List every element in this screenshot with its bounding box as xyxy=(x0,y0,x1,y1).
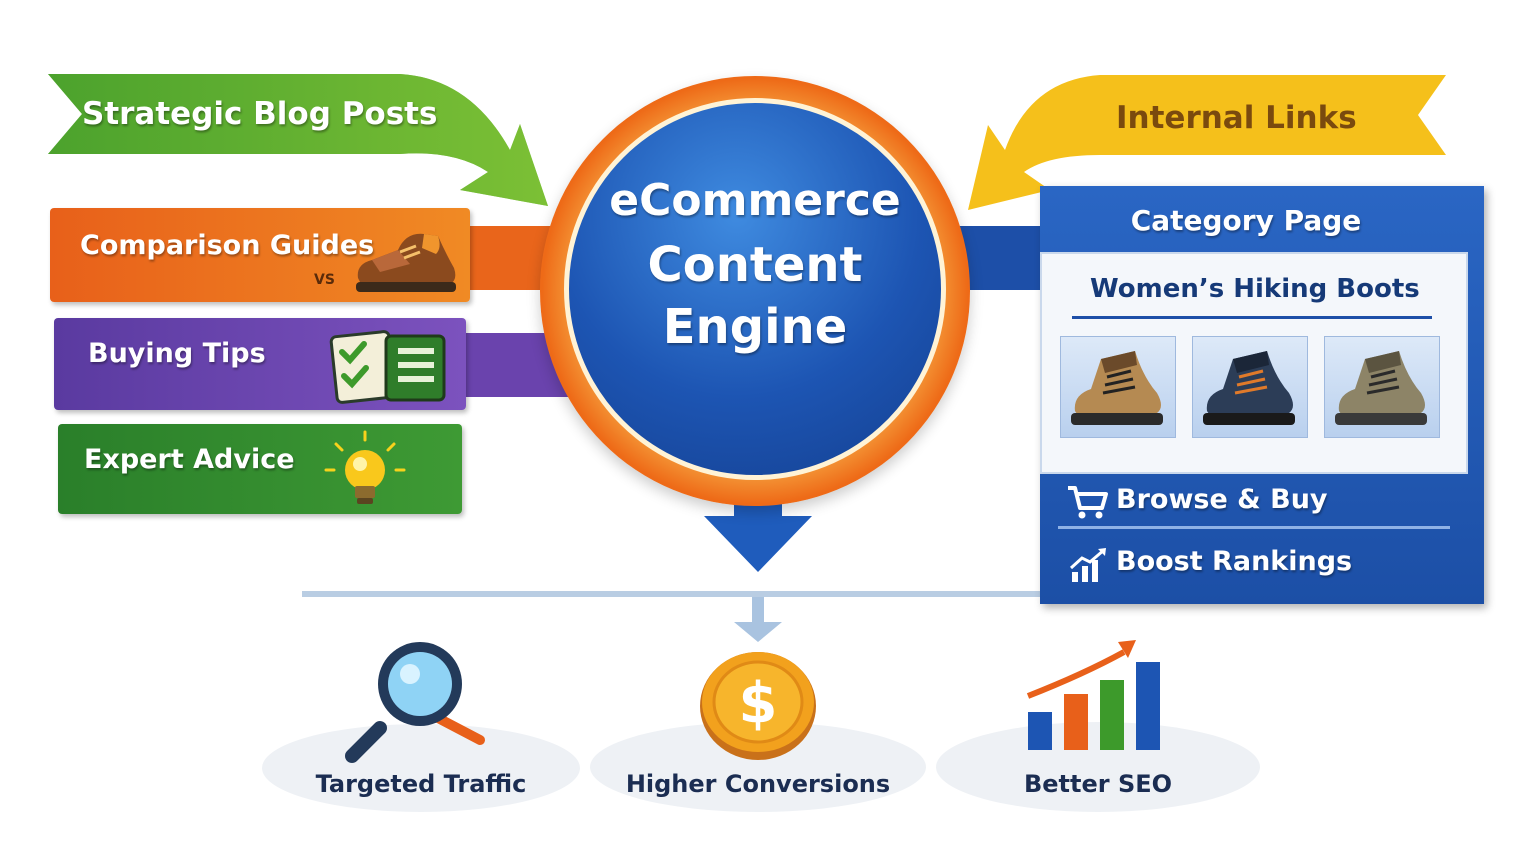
outcome-platform-3 xyxy=(936,722,1260,812)
expert-advice-bar: Expert Advice xyxy=(58,424,462,514)
product-thumb-3[interactable] xyxy=(1324,336,1440,438)
bar-chart-growth-icon xyxy=(1026,640,1160,750)
yellow-arrow-banner xyxy=(968,75,1446,210)
tan-boot-icon xyxy=(1071,351,1163,425)
expert-advice-label: Expert Advice xyxy=(84,444,295,475)
higher-conversions-label: Higher Conversions xyxy=(625,770,891,798)
magnifying-glass-icon xyxy=(345,642,485,763)
olive-boot-icon xyxy=(1335,351,1427,425)
divider-line xyxy=(302,591,1042,597)
targeted-traffic-label: Targeted Traffic xyxy=(315,770,527,798)
subtitle-underline xyxy=(1072,316,1432,319)
action-divider xyxy=(1058,526,1450,529)
comparison-guides-bar: Comparison Guides VS xyxy=(50,208,470,302)
hiking-shoe-icon xyxy=(356,233,456,292)
buying-tips-bar: Buying Tips xyxy=(54,318,466,410)
shopping-cart-icon xyxy=(1068,486,1108,519)
category-page-title: Category Page xyxy=(1130,204,1362,237)
browse-buy-label: Browse & Buy xyxy=(1116,484,1328,515)
engine-line-3: Engine xyxy=(662,299,848,355)
lightbulb-icon xyxy=(324,430,406,504)
dollar-coin-icon: $ xyxy=(700,652,816,760)
down-arrow xyxy=(704,470,812,572)
comparison-guides-label: Comparison Guides xyxy=(80,230,375,261)
product-thumb-2[interactable] xyxy=(1192,336,1308,438)
engine-line-2: Content xyxy=(647,237,863,293)
checklist-icon xyxy=(329,330,446,404)
navy-boot-icon xyxy=(1203,351,1295,425)
vs-label: VS xyxy=(314,272,335,288)
engine-line-1: eCommerce xyxy=(609,175,901,226)
boost-rankings-row[interactable]: Boost Rankings xyxy=(1066,544,1456,588)
product-thumb-1[interactable] xyxy=(1060,336,1176,438)
outcome-platform-1 xyxy=(262,724,580,812)
browse-buy-row[interactable]: Browse & Buy xyxy=(1066,480,1456,524)
internal-links-label: Internal Links xyxy=(1116,100,1357,136)
strategic-blog-posts-label: Strategic Blog Posts xyxy=(82,96,438,132)
category-subtitle: Women’s Hiking Boots xyxy=(1090,274,1420,304)
engine-ring: eCommerce Content Engine xyxy=(540,76,970,506)
better-seo-label: Better SEO xyxy=(1023,770,1173,798)
engine-core: eCommerce Content Engine xyxy=(564,98,946,480)
growth-chart-icon xyxy=(1069,548,1106,582)
boost-rankings-label: Boost Rankings xyxy=(1116,546,1353,577)
small-down-arrow xyxy=(734,597,782,642)
svg-text:$: $ xyxy=(739,671,778,736)
buying-tips-label: Buying Tips xyxy=(88,338,266,369)
